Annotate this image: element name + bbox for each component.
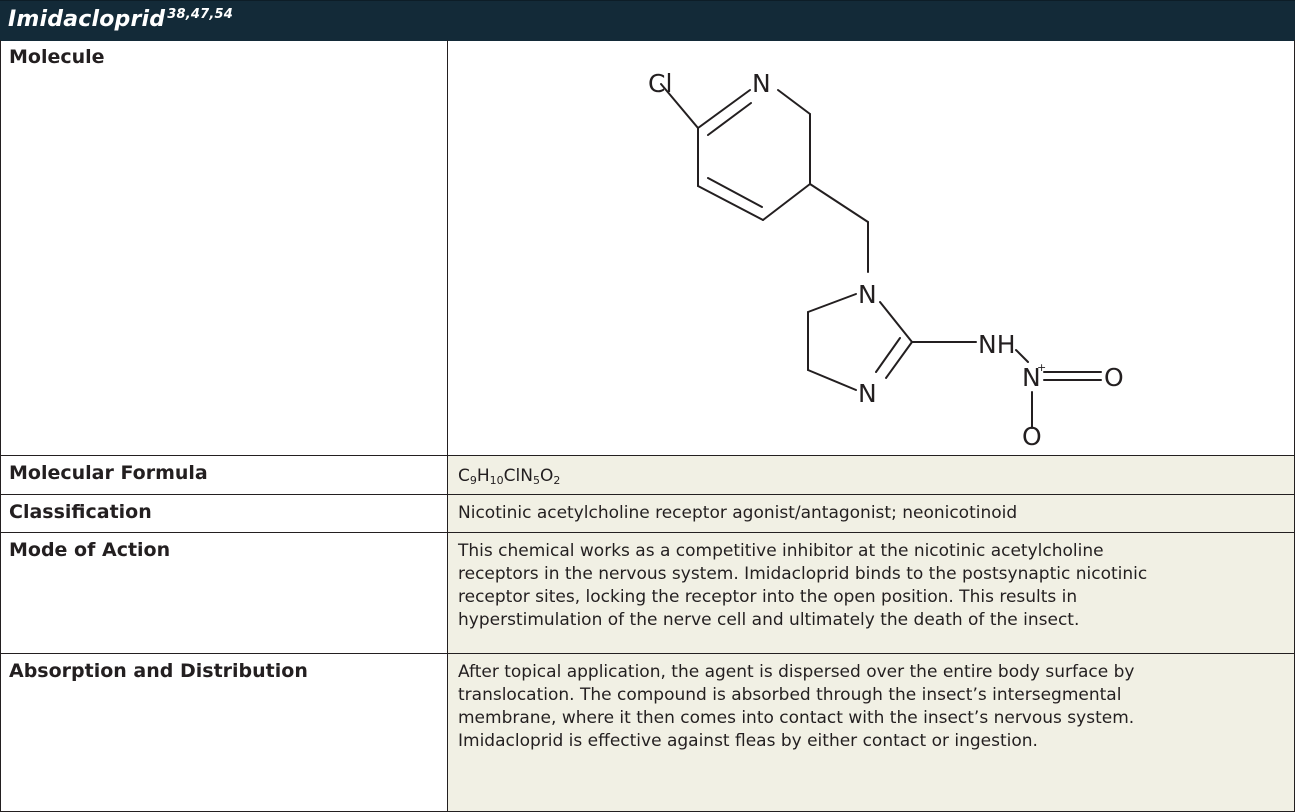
atom-chlorine: Cl — [648, 69, 672, 98]
row-absorption-distribution: Absorption and Distribution After topica… — [0, 654, 1295, 812]
row-molecular-formula: Molecular Formula C9H10ClN5O2 — [0, 456, 1295, 495]
atom-imidazoline-n3: N — [858, 379, 877, 408]
label-absorption-distribution: Absorption and Distribution — [1, 654, 448, 811]
molecule-structure-diagram: Cl N N N NH N + O O — [648, 69, 1124, 451]
label-molecular-formula: Molecular Formula — [1, 456, 448, 494]
atom-oxygen-double: O — [1104, 363, 1124, 392]
classification-value: Nicotinic acetylcholine receptor agonist… — [448, 495, 1294, 532]
atom-nh: NH — [978, 330, 1016, 359]
row-molecule: Molecule — [0, 40, 1295, 456]
row-mode-of-action: Mode of Action This chemical works as a … — [0, 533, 1295, 654]
atom-pyridine-nitrogen: N — [752, 69, 771, 98]
atom-oxygen-single: O — [1022, 422, 1042, 451]
molecular-formula-value: C9H10ClN5O2 — [448, 456, 1294, 494]
reference-superscript: 38,47,54 — [167, 7, 233, 22]
label-mode-of-action: Mode of Action — [1, 533, 448, 653]
row-classification: Classification Nicotinic acetylcholine r… — [0, 495, 1295, 533]
atom-charge-plus: + — [1037, 361, 1046, 374]
label-molecule: Molecule — [1, 40, 448, 455]
atom-nitro-nitrogen: N — [1022, 363, 1041, 392]
absorption-distribution-value: After topical application, the agent is … — [448, 654, 1294, 811]
mode-of-action-value: This chemical works as a competitive inh… — [448, 533, 1294, 653]
label-classification: Classification — [1, 495, 448, 532]
atom-imidazoline-n1: N — [858, 280, 877, 309]
molecule-structure-cell: Cl N N N NH N + O O — [448, 40, 1294, 455]
